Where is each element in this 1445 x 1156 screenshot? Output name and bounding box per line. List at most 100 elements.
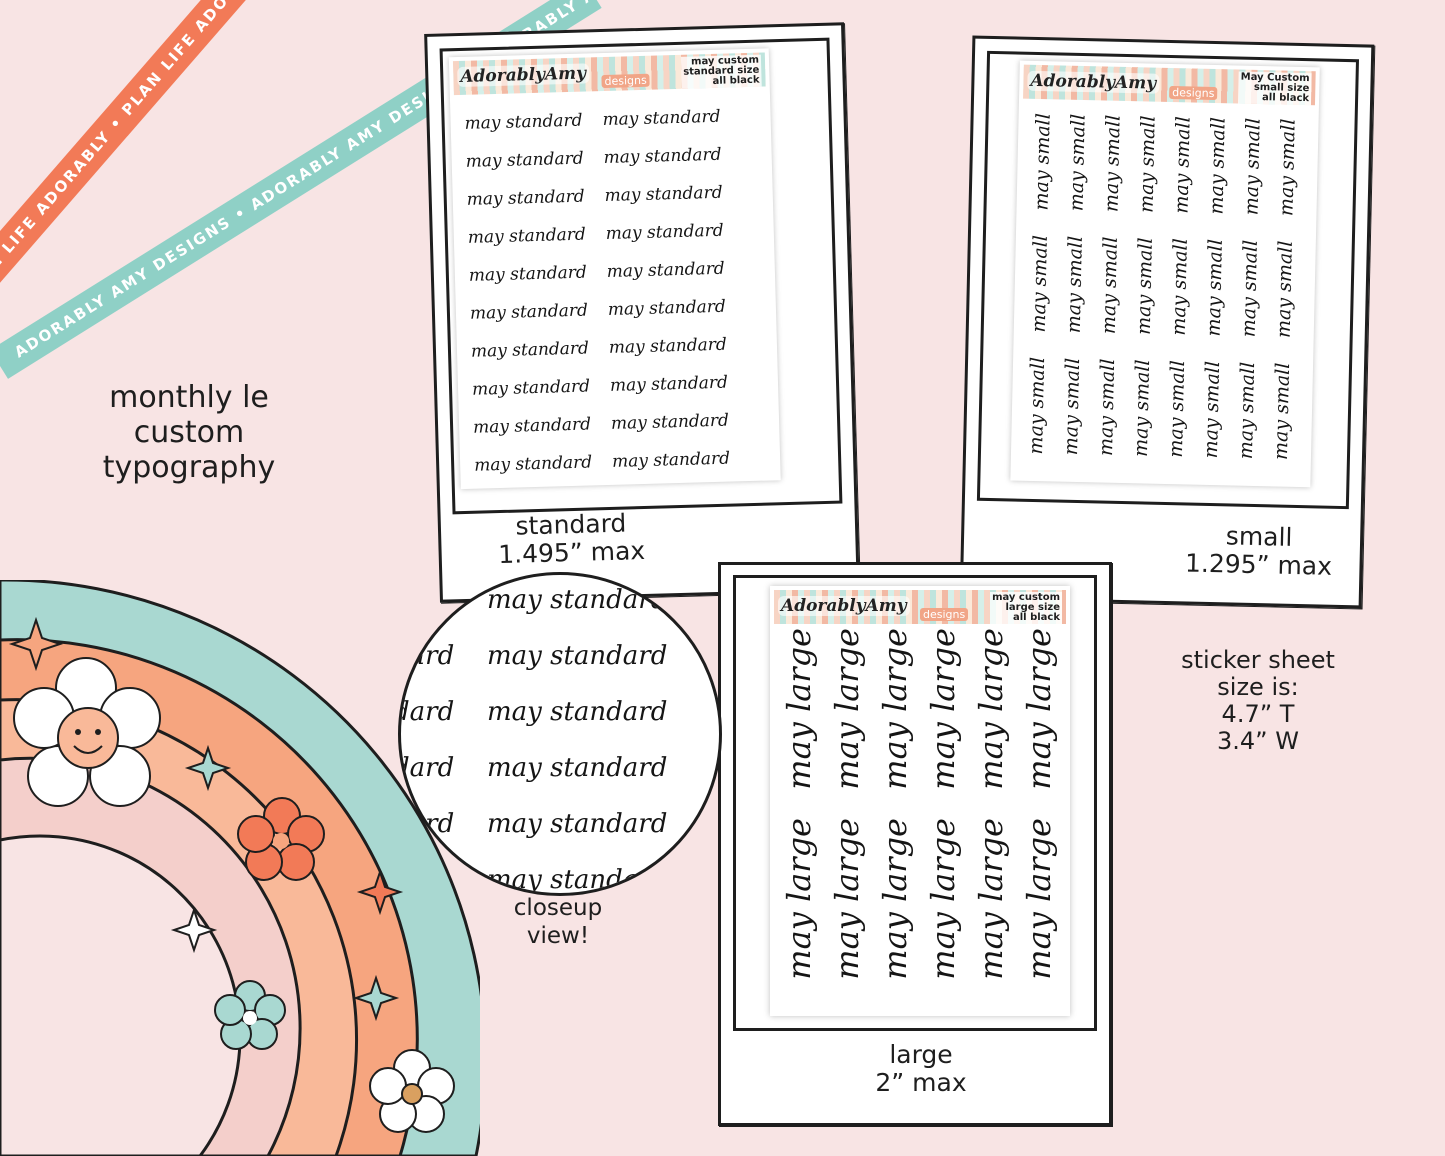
sticker-word: may small	[1199, 360, 1225, 459]
sticker-word: may small	[1030, 112, 1055, 211]
brand-suffix: designs	[920, 608, 969, 621]
sticker-word-partial: dard	[398, 865, 455, 895]
brand-logo: AdorablyAmy	[457, 63, 590, 88]
sticker-word: may large	[924, 818, 962, 980]
sticker-word: may small	[1027, 234, 1052, 333]
sticker-word-partial: dard	[398, 753, 455, 783]
page-title: monthly le custom typography	[84, 380, 294, 485]
sticker-word: may standard	[473, 452, 593, 476]
sticker-word: may large	[780, 818, 818, 980]
standard-caption: standard 1.495” max	[497, 508, 646, 570]
sheet-header: AdorablyAmy designs may custom standard …	[452, 52, 766, 96]
sticker-word: may standard	[603, 144, 722, 169]
flower-icon	[237, 797, 325, 881]
sticker-word: may standard	[472, 414, 592, 438]
sticker-word: may small	[1205, 116, 1230, 215]
sticker-word: may standard	[602, 106, 721, 131]
rainbow-illustration	[0, 580, 480, 1156]
sparkle-icon	[184, 744, 232, 792]
sticker-word: may small	[1240, 117, 1265, 216]
sticker-word: may small	[1065, 113, 1090, 212]
sticker-word: may large	[972, 818, 1010, 980]
sticker-word: may large	[780, 628, 818, 790]
sticker-word: may standard	[466, 186, 585, 210]
sticker-sheet-preview: AdorablyAmy designs may custom standard …	[448, 48, 781, 490]
closeup-magnifier: dard may standard dard may standard dard may …	[398, 572, 722, 896]
sheet-header: AdorablyAmy designs may custom large siz…	[774, 590, 1066, 624]
sticker-word: may small	[1062, 235, 1087, 334]
sticker-word: may small	[1237, 239, 1262, 338]
sticker-word: may standard	[608, 334, 728, 358]
sticker-word: may standard	[606, 258, 725, 282]
sheet-label: May Custom small size all black	[1238, 71, 1312, 106]
sticker-word: may standard	[468, 262, 588, 286]
sticker-word: may small	[1275, 118, 1300, 217]
sticker-word: may large	[1020, 628, 1058, 790]
brand-suffix: designs	[601, 73, 650, 89]
sticker-word: may large	[876, 628, 914, 790]
flower-icon	[214, 980, 286, 1050]
sticker-word: may small	[1135, 115, 1160, 214]
sticker-word: may small	[1097, 236, 1122, 335]
small-caption: small 1.295” max	[1184, 521, 1333, 581]
sticker-word: may standard	[487, 809, 668, 839]
sheet-label: may custom standard size all black	[680, 54, 762, 89]
sticker-word: may large	[828, 818, 866, 980]
sparkle-icon	[352, 974, 400, 1022]
large-caption: large 2” max	[875, 1040, 967, 1097]
sticker-word: may standard	[467, 224, 587, 248]
sticker-word: may small	[1132, 237, 1157, 336]
sticker-word: may standard	[487, 753, 668, 783]
title-line: custom	[133, 415, 245, 450]
sticker-word: may large	[972, 628, 1010, 790]
sticker-word: may small	[1100, 114, 1125, 213]
sticker-word: may standard	[609, 372, 729, 396]
brand-logo: AdorablyAmy	[778, 596, 910, 616]
sticker-word: may standard	[487, 585, 668, 615]
sticker-word: may standard	[469, 300, 589, 324]
sticker-word: may small	[1269, 362, 1295, 461]
sticker-word: may standard	[605, 220, 724, 244]
sticker-word-partial: dard	[398, 641, 455, 671]
sticker-word: may standard	[611, 448, 731, 472]
sticker-word: may small	[1272, 240, 1297, 339]
sticker-word: may standard	[471, 376, 591, 400]
sticker-sheet-preview: AdorablyAmy designs may custom large siz…	[770, 586, 1070, 1016]
flower-icon	[369, 1049, 455, 1133]
sticker-word: may small	[1024, 356, 1050, 455]
small-sticker-card: AdorablyAmy designs May Custom small siz…	[959, 35, 1375, 609]
sticker-word: may small	[1170, 116, 1195, 214]
title-line: typography	[102, 450, 276, 485]
sticker-word: may large	[924, 628, 962, 790]
sticker-word-partial: dard	[398, 585, 455, 615]
sheet-header: AdorablyAmy designs May Custom small siz…	[1023, 64, 1316, 106]
sheet-size-info: sticker sheet size is: 4.7” T 3.4” W	[1181, 646, 1335, 755]
brand-logo: AdorablyAmy	[1027, 70, 1160, 94]
sticker-word: may standard	[464, 110, 583, 134]
sticker-word: may standard	[487, 697, 668, 727]
sticker-word: may standard	[487, 865, 668, 895]
sticker-word: may standard	[465, 148, 584, 172]
sticker-word: may small	[1164, 360, 1190, 458]
closeup-caption: closeup view!	[513, 895, 603, 949]
sticker-word: may large	[876, 818, 914, 980]
sticker-word: may standard	[487, 641, 668, 671]
sparkle-icon	[8, 616, 64, 672]
sparkle-icon	[356, 868, 404, 916]
brand-suffix: designs	[1169, 85, 1218, 101]
standard-sticker-card: AdorablyAmy designs may custom standard …	[424, 22, 860, 603]
sticker-word: may small	[1234, 361, 1260, 460]
sticker-word-partial: dard	[398, 809, 455, 839]
smiley-flower-icon	[13, 657, 161, 807]
sparkle-icon	[170, 906, 218, 954]
sticker-word: may standard	[604, 182, 723, 206]
sticker-word: may standard	[607, 296, 727, 320]
sheet-label: may custom large size all black	[990, 592, 1062, 624]
sticker-word: may small	[1059, 357, 1085, 456]
sticker-sheet-preview: AdorablyAmy designs May Custom small siz…	[1010, 60, 1320, 488]
sticker-word: may small	[1094, 358, 1120, 457]
sticker-row: may standard may standard	[474, 440, 731, 485]
sticker-word: may standard	[610, 410, 730, 434]
title-line: monthly le	[109, 380, 269, 415]
